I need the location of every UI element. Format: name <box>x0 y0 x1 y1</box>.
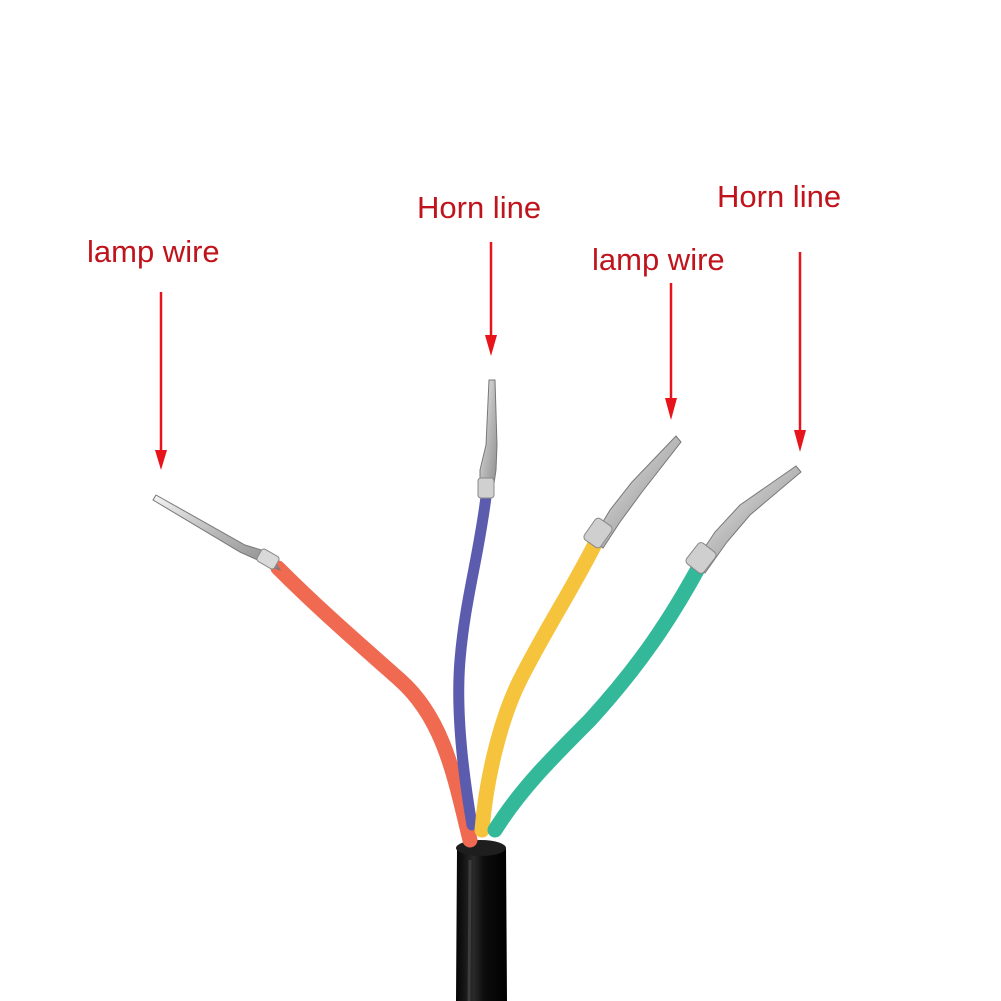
arrow-lamp-wire-right <box>665 283 677 420</box>
green-wire-terminal <box>685 465 802 574</box>
green-wire <box>487 557 708 838</box>
arrow-lamp-wire-left <box>155 292 167 470</box>
label-lamp-wire-left: lamp wire <box>87 234 220 269</box>
cable-jacket <box>456 840 507 1001</box>
blue-wire-terminal <box>477 379 498 499</box>
label-horn-line-right: Horn line <box>717 179 841 214</box>
arrow-horn-line-right <box>794 252 806 452</box>
red-wire-terminal <box>152 494 282 572</box>
blue-wire <box>453 491 492 831</box>
yellow-wire-terminal <box>583 435 682 549</box>
label-lamp-wire-right: lamp wire <box>592 242 725 277</box>
red-wire <box>270 560 478 848</box>
arrow-horn-line-center <box>485 242 497 356</box>
label-horn-line-center: Horn line <box>417 190 541 225</box>
yellow-wire <box>474 530 606 838</box>
